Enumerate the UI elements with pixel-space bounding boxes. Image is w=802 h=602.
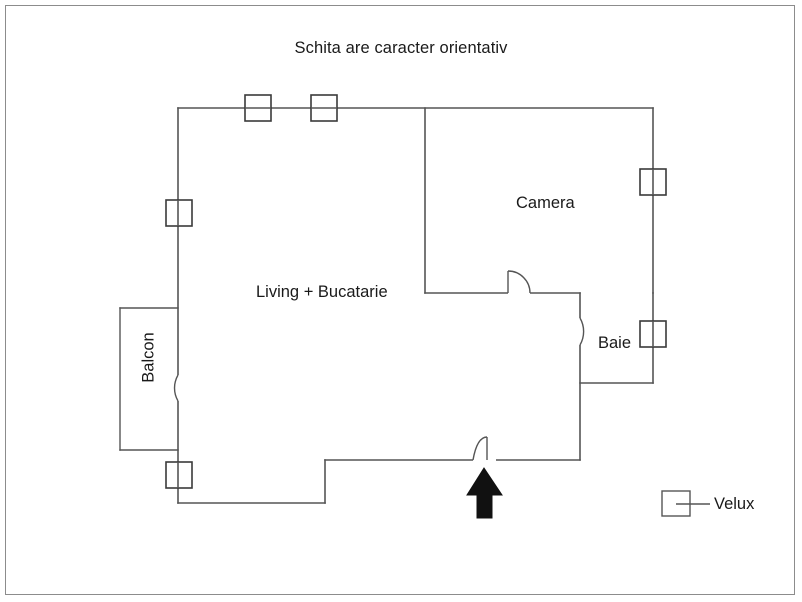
room-label-balcon: Balcon: [139, 332, 158, 383]
door-baie: [579, 317, 585, 346]
window-left-upper: [165, 199, 193, 227]
velux-windows: [165, 94, 667, 489]
room-label-baie: Baie: [598, 334, 632, 352]
page-title: Schita are caracter orientativ: [294, 39, 508, 57]
room-label-camera: Camera: [516, 194, 575, 212]
door-balcon-arc: [173, 374, 179, 402]
door-camera-arc: [507, 270, 531, 294]
balcony-walls: [119, 307, 179, 451]
entrance-arrow-icon: [466, 467, 503, 519]
door-entrance: [472, 436, 488, 461]
door-entrance-swing: [472, 436, 488, 461]
legend: [661, 490, 710, 517]
room-label-living: Living + Bucatarie: [256, 283, 388, 301]
window-wall-crossings: [177, 107, 654, 488]
legend-label-velux: Velux: [714, 495, 755, 513]
door-baie-arc: [579, 317, 585, 346]
window-left-lower: [165, 461, 193, 489]
door-openings: [176, 291, 582, 462]
apartment-walls: [177, 107, 654, 504]
page-border-frame: [5, 5, 795, 595]
door-balcon: [173, 374, 179, 402]
door-camera: [507, 270, 531, 294]
